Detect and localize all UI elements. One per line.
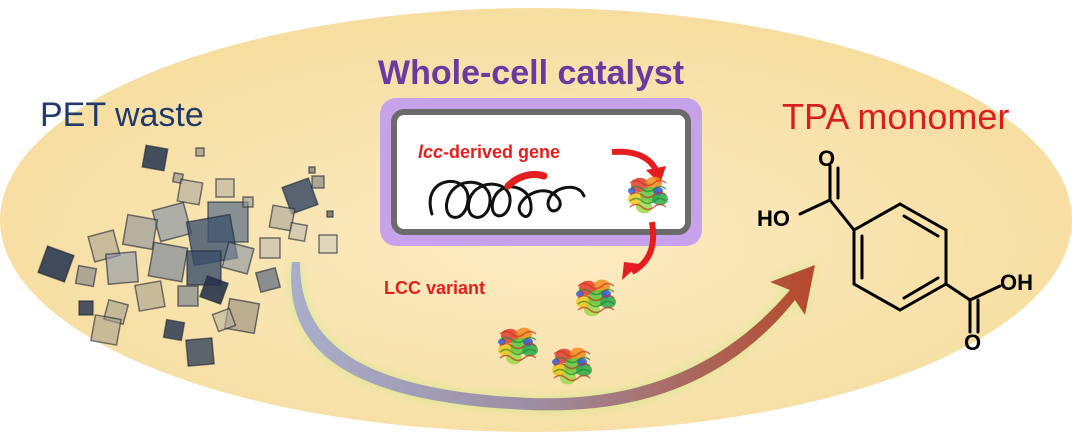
protein-strand: [553, 362, 591, 370]
pet-fragment: [318, 234, 338, 254]
tpa-monomer-label: TPA monomer: [782, 96, 1010, 137]
pet-fragment: [211, 307, 237, 333]
protein-strand: [499, 330, 537, 338]
pet-fragment: [268, 204, 296, 232]
protein-strand: [553, 374, 591, 382]
pet-fragment: [147, 241, 189, 283]
pet-waste-squares: [37, 144, 338, 367]
pet-fragment: [326, 210, 334, 218]
protein-strand: [553, 356, 591, 364]
protein-strand: [629, 203, 667, 211]
pet-fragment: [177, 285, 199, 307]
protein-strand: [577, 294, 615, 302]
protein-in-cell: [628, 176, 668, 214]
lcc-gene-italic: lcc: [418, 142, 444, 162]
protein-strand: [577, 300, 615, 308]
atom-o-bottom: O: [964, 330, 982, 355]
protein-variant-2: [498, 327, 538, 365]
tpa-structure: [798, 164, 1002, 334]
pet-fragment: [254, 266, 282, 294]
protein-strand: [499, 336, 537, 344]
lcc-variant-label: LCC variant: [384, 278, 486, 298]
protein-strand: [577, 282, 615, 290]
protein-variant-1: [576, 279, 616, 317]
protein-strand: [577, 288, 615, 296]
pet-fragment: [198, 274, 230, 306]
protein-strand: [577, 306, 615, 314]
protein-strand: [629, 197, 667, 205]
protein-variant-3: [552, 347, 592, 385]
pet-fragment: [134, 280, 166, 312]
pet-fragment: [37, 245, 75, 283]
pet-fragment: [141, 144, 169, 172]
protein-strand: [553, 368, 591, 376]
protein-strand: [499, 342, 537, 350]
pet-fragment: [259, 237, 281, 259]
protein-strand: [629, 191, 667, 199]
secretion-arrow-head: [622, 262, 640, 280]
pet-fragment: [311, 175, 325, 189]
pet-fragment: [162, 318, 186, 342]
whole-cell-catalyst-label: Whole-cell catalyst: [378, 54, 685, 92]
secretion-arrow: [630, 221, 657, 275]
pet-fragment: [195, 147, 205, 157]
pet-fragment: [176, 178, 204, 206]
pet-fragment: [78, 300, 94, 316]
expression-arrow-head: [646, 166, 666, 184]
pet-fragment: [121, 213, 159, 251]
pet-fragment: [242, 196, 254, 208]
atom-o-top: O: [818, 146, 836, 171]
pet-fragment: [287, 221, 309, 243]
pet-waste-label: PET waste: [40, 96, 204, 134]
protein-strand: [629, 185, 667, 193]
pet-fragment: [90, 314, 122, 346]
protein-strand: [629, 179, 667, 187]
lcc-gene-segment: [504, 170, 548, 190]
atom-oh-right: OH: [1000, 270, 1033, 295]
protein-strand: [499, 354, 537, 362]
pet-fragment: [281, 177, 319, 215]
pet-fragment: [185, 337, 215, 367]
lcc-gene-rest: -derived gene: [443, 142, 561, 162]
atom-ho-left: HO: [757, 206, 790, 231]
lcc-gene-label: lcc-derived gene: [418, 142, 560, 163]
pet-fragment: [221, 241, 255, 275]
conversion-arrow: [291, 262, 815, 411]
pet-fragment: [74, 264, 98, 288]
protein-strand: [499, 348, 537, 356]
pet-fragment: [215, 178, 235, 198]
gene-coil: [428, 180, 586, 219]
pet-fragment: [308, 166, 316, 174]
expression-arrow: [611, 148, 659, 172]
protein-strand: [553, 350, 591, 358]
pet-fragment: [104, 250, 140, 286]
